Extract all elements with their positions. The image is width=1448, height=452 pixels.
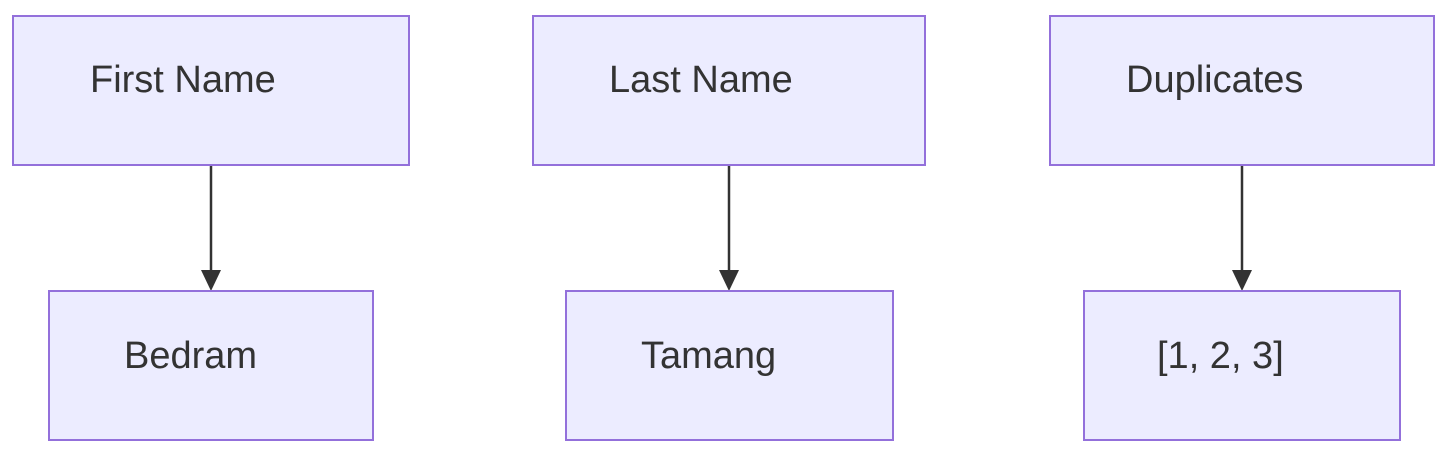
node-first-name-label: First Name (90, 59, 276, 101)
node-duplicates: Duplicates (1049, 15, 1435, 166)
node-first-name: First Name (12, 15, 410, 166)
node-last-name-box (532, 15, 926, 166)
edge-last-name-arrowhead (719, 270, 739, 291)
edge-first-name-arrowhead (201, 270, 221, 291)
node-duplicates-box (1049, 15, 1435, 166)
node-last-name-label: Last Name (609, 59, 793, 101)
node-bedram-label: Bedram (124, 335, 257, 377)
node-duplicate-values-label: [1, 2, 3] (1157, 335, 1284, 377)
edge-duplicates-to-values (1232, 166, 1252, 291)
edge-last-name-to-tamang (719, 166, 739, 291)
node-last-name: Last Name (532, 15, 926, 166)
node-duplicate-values-box (1083, 290, 1401, 441)
node-first-name-box (12, 15, 410, 166)
node-bedram-box (48, 290, 374, 441)
node-tamang-label: Tamang (641, 335, 776, 377)
node-tamang: Tamang (565, 290, 894, 441)
node-bedram: Bedram (48, 290, 374, 441)
node-tamang-box (565, 290, 894, 441)
node-duplicates-label: Duplicates (1126, 59, 1303, 101)
node-duplicate-values: [1, 2, 3] (1083, 290, 1401, 441)
edge-first-name-to-bedram (201, 166, 221, 291)
edge-duplicates-arrowhead (1232, 270, 1252, 291)
